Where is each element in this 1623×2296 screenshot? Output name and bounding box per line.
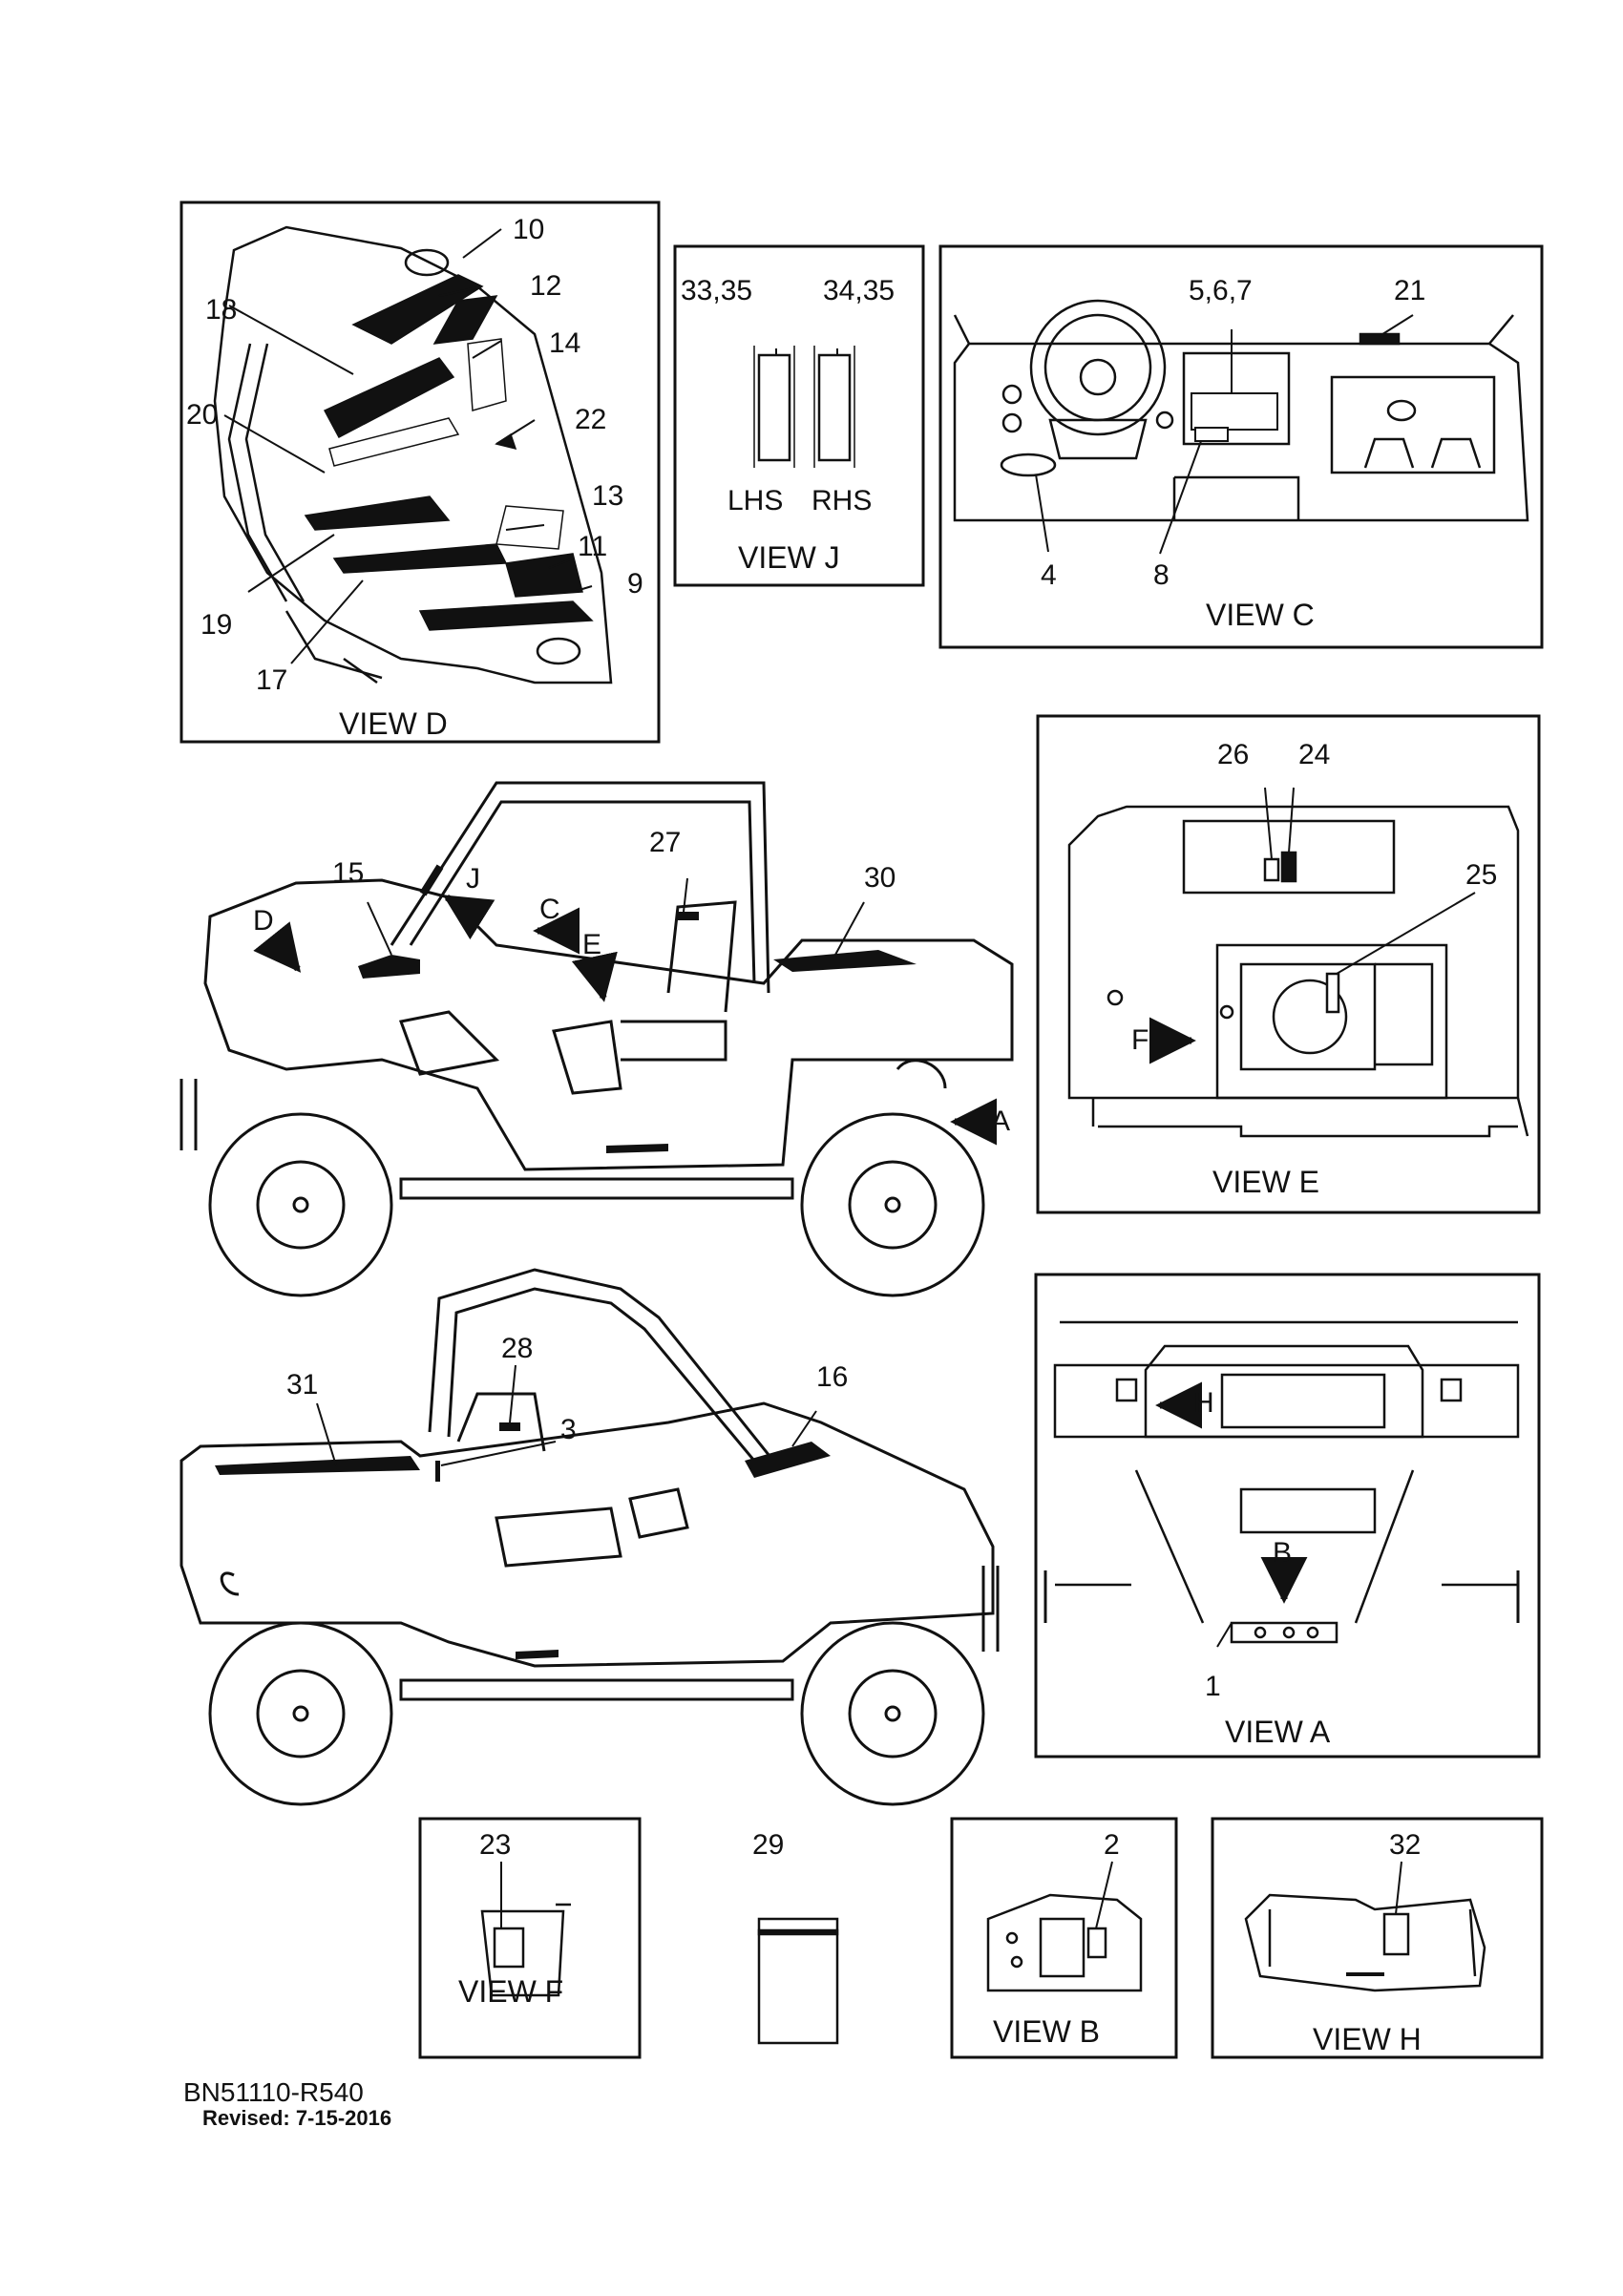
callout-4: 4 (1041, 559, 1057, 591)
callout-16: 16 (816, 1361, 849, 1393)
view-c-frame (938, 244, 1544, 649)
view-f-drawing (480, 1903, 571, 1997)
view-h-frame (1211, 1817, 1544, 2059)
view-f-frame (418, 1817, 642, 2059)
callout-5-6-7: 5,6,7 (1189, 275, 1253, 306)
view-a-title: VIEW A (1225, 1715, 1331, 1749)
view-e-drawing (1067, 805, 1529, 1138)
arrow-j-icon (442, 895, 495, 940)
view-b-title: VIEW B (993, 2014, 1101, 2049)
callout-2: 2 (1104, 1829, 1120, 1861)
callout-27: 27 (649, 827, 682, 858)
callout-13: 13 (592, 480, 624, 512)
view-a-frame (1034, 1273, 1541, 1759)
callout-10: 10 (513, 214, 545, 245)
label-29-drawing (757, 1917, 839, 2045)
leader-lines (223, 228, 1476, 1929)
view-e-frame (1036, 714, 1541, 1214)
arrow-label-c: C (539, 894, 560, 925)
callout-33-35: 33,35 (681, 275, 753, 306)
callout-28: 28 (501, 1333, 534, 1364)
callout-17: 17 (256, 664, 288, 696)
arrow-label-b: B (1273, 1537, 1293, 1569)
revision-date: Revised: 7-15-2016 (202, 2106, 392, 2130)
upper-vehicle-decals (358, 864, 917, 1153)
arrow-label-j: J (466, 863, 480, 895)
view-a-drawing (1043, 1320, 1520, 1644)
callout-12: 12 (530, 270, 562, 302)
callout-14: 14 (549, 327, 581, 359)
callout-11: 11 (578, 531, 608, 562)
callout-25: 25 (1465, 859, 1498, 891)
arrow-label-f: F (1131, 1024, 1149, 1056)
view-d-frame (179, 200, 661, 744)
arrow-label-d: D (253, 905, 274, 937)
view-j-drawing (753, 346, 855, 468)
view-c-drawing (953, 299, 1529, 522)
callout-24: 24 (1298, 739, 1331, 770)
arrow-d-icon (253, 921, 302, 973)
arrow-label-h: H (1193, 1387, 1214, 1419)
callout-20: 20 (186, 399, 219, 431)
arrow-label-a: A (991, 1106, 1011, 1137)
view-h-drawing (1244, 1893, 1486, 1992)
callout-19: 19 (200, 609, 233, 641)
callout-22: 22 (575, 404, 607, 435)
view-b-frame (950, 1817, 1178, 2059)
view-arrows (253, 895, 1308, 1604)
upper-vehicle-side-view (179, 781, 1014, 1297)
callout-18: 18 (205, 294, 238, 326)
view-j-frame (673, 244, 925, 587)
lhs-label: LHS (727, 485, 784, 516)
view-c-title: VIEW C (1206, 598, 1315, 632)
arrow-e-icon (571, 951, 618, 1002)
rhs-label: RHS (812, 485, 873, 516)
diagram-code: BN51110-R540 (183, 2077, 364, 2107)
callout-23: 23 (479, 1829, 512, 1861)
callout-31: 31 (286, 1369, 319, 1401)
callout-1: 1 (1205, 1671, 1221, 1702)
arrow-label-e: E (582, 929, 602, 960)
callout-3: 3 (560, 1414, 577, 1445)
view-h-title: VIEW H (1313, 2022, 1422, 2056)
callout-29: 29 (752, 1829, 785, 1861)
view-b-drawing (986, 1893, 1143, 1992)
callout-9: 9 (627, 568, 643, 600)
callout-26: 26 (1217, 739, 1250, 770)
view-j-title: VIEW J (738, 540, 840, 575)
callout-21: 21 (1394, 275, 1426, 306)
callout-30: 30 (864, 862, 896, 894)
lower-vehicle-decals (215, 1422, 831, 1659)
lower-vehicle-side-view (179, 1268, 1000, 1806)
view-e-title: VIEW E (1212, 1165, 1320, 1199)
callout-34-35: 34,35 (823, 275, 896, 306)
callout-15: 15 (332, 857, 365, 889)
view-d-title: VIEW D (339, 706, 448, 741)
callout-32: 32 (1389, 1829, 1422, 1861)
view-f-title: VIEW F (458, 1974, 564, 2009)
callout-8: 8 (1153, 559, 1170, 591)
